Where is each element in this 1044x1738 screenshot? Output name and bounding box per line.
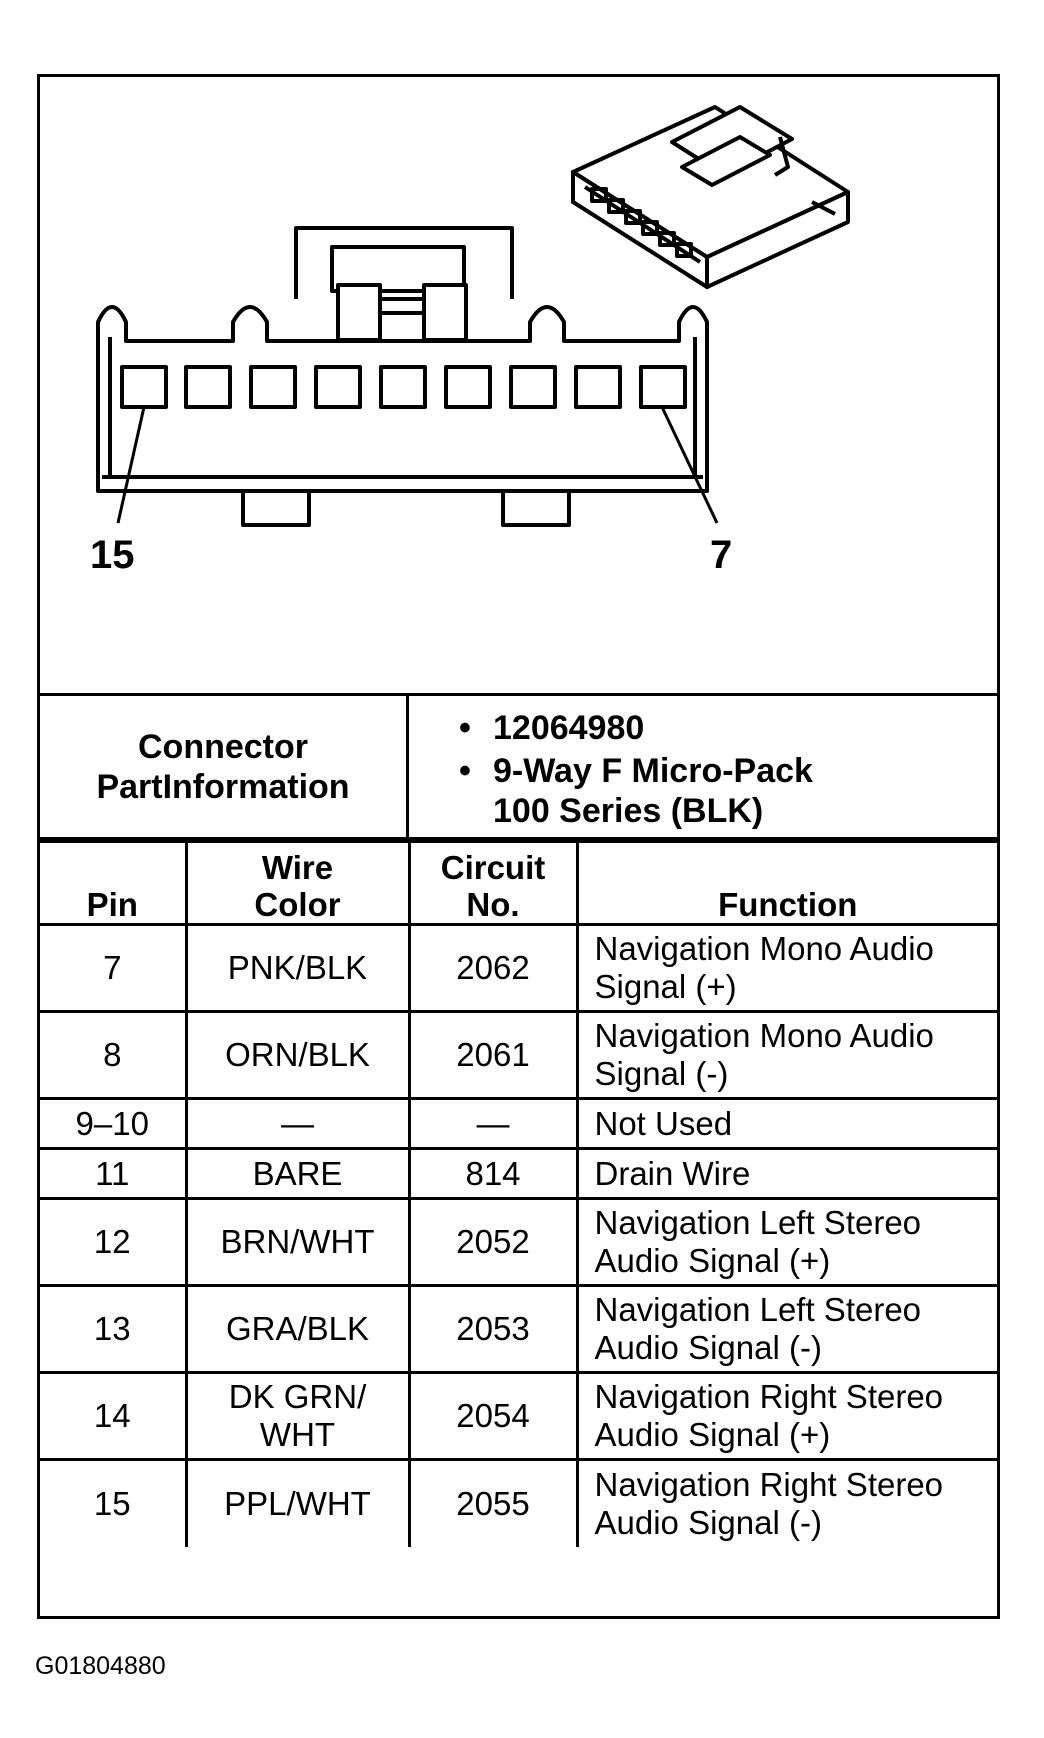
cell-function: Not Used [575, 1097, 997, 1150]
cell-function: Navigation Mono Audio Signal (+) [575, 923, 997, 1013]
connector-diagram: 15 7 [40, 77, 997, 693]
cell-pin: 14 [40, 1371, 188, 1461]
cell-wire-color: ORN/BLK [184, 1010, 411, 1100]
table-row: 8 ORN/BLK 2061 Navigation Mono Audio Sig… [40, 1010, 997, 1100]
cell-pin: 7 [40, 923, 188, 1013]
cell-function: Drain Wire [575, 1147, 997, 1200]
bullet-icon: • [459, 752, 471, 790]
cell-circuit-no: 2052 [407, 1197, 579, 1287]
pin-15-leader [116, 406, 146, 524]
part-info-title-line2: PartInformation [96, 767, 350, 806]
cell-circuit-no: 2061 [407, 1010, 579, 1100]
header-circuit-no: Circuit No. [407, 840, 579, 926]
cell-function: Navigation Left Stereo Audio Signal (-) [575, 1284, 997, 1374]
bullet-icon: • [459, 709, 471, 747]
cell-wire-color: PNK/BLK [184, 923, 411, 1013]
part-info-title-line1: Connector [138, 727, 308, 766]
cell-pin: 11 [40, 1147, 188, 1200]
cell-circuit-no: 814 [407, 1147, 579, 1200]
cell-pin: 13 [40, 1284, 188, 1374]
table-row: 7 PNK/BLK 2062 Navigation Mono Audio Sig… [40, 923, 997, 1013]
cell-pin: 15 [40, 1458, 188, 1547]
cell-wire-color: BARE [184, 1147, 411, 1200]
cell-circuit-no: 2062 [407, 923, 579, 1013]
cell-wire-color: BRN/WHT [184, 1197, 411, 1287]
cell-circuit-no: 2055 [407, 1458, 579, 1547]
table-header-row: Pin Wire Color Circuit No. Function [40, 840, 997, 926]
figure-code: G01804880 [35, 1652, 166, 1680]
table-row: 15 PPL/WHT 2055 Navigation Right Stereo … [40, 1458, 997, 1547]
part-number-item: • 12064980 [459, 708, 997, 748]
cell-wire-color: — [184, 1097, 411, 1150]
cell-wire-color: GRA/BLK [184, 1284, 411, 1374]
part-description: 9-Way F Micro-Pack 100 Series (BLK) [493, 752, 813, 830]
part-info-list: • 12064980 • 9-Way F Micro-Pack 100 Seri… [409, 696, 997, 837]
header-pin: Pin [40, 840, 188, 926]
table-row: 11 BARE 814 Drain Wire [40, 1147, 997, 1200]
connector-drawing [96, 105, 850, 527]
cell-wire-color: DK GRN/ WHT [184, 1371, 411, 1461]
cell-function: Navigation Right Stereo Audio Signal (-) [575, 1458, 997, 1547]
pin-15-label: 15 [90, 533, 135, 577]
cell-pin: 12 [40, 1197, 188, 1287]
table-row: 14 DK GRN/ WHT 2054 Navigation Right Ste… [40, 1371, 997, 1461]
cell-function: Navigation Right Stereo Audio Signal (+) [575, 1371, 997, 1461]
connector-front-view [96, 226, 719, 527]
figure-frame: 15 7 Connector PartInformation • 1206498… [37, 74, 1000, 1619]
header-function: Function [575, 840, 997, 926]
part-info-title: Connector PartInformation [40, 696, 409, 837]
cell-pin: 8 [40, 1010, 188, 1100]
cell-pin: 9–10 [40, 1097, 188, 1150]
part-number: 12064980 [493, 709, 645, 747]
pin-table: Pin Wire Color Circuit No. Function 7 PN… [40, 840, 997, 1547]
cell-wire-color: PPL/WHT [184, 1458, 411, 1547]
cell-circuit-no: 2054 [407, 1371, 579, 1461]
pin-7-label: 7 [710, 533, 733, 577]
cell-function: Navigation Left Stereo Audio Signal (+) [575, 1197, 997, 1287]
table-row: 9–10 — — Not Used [40, 1097, 997, 1150]
part-description-item: • 9-Way F Micro-Pack 100 Series (BLK) [459, 751, 997, 831]
cell-circuit-no: 2053 [407, 1284, 579, 1374]
connector-part-information: Connector PartInformation • 12064980 • 9… [40, 693, 997, 840]
cell-circuit-no: — [407, 1097, 579, 1150]
pin-7-leader [660, 406, 719, 524]
header-wire-color: Wire Color [184, 840, 411, 926]
table-row: 13 GRA/BLK 2053 Navigation Left Stereo A… [40, 1284, 997, 1374]
connector-isometric-view [571, 105, 850, 289]
table-row: 12 BRN/WHT 2052 Navigation Left Stereo A… [40, 1197, 997, 1287]
cell-function: Navigation Mono Audio Signal (-) [575, 1010, 997, 1100]
